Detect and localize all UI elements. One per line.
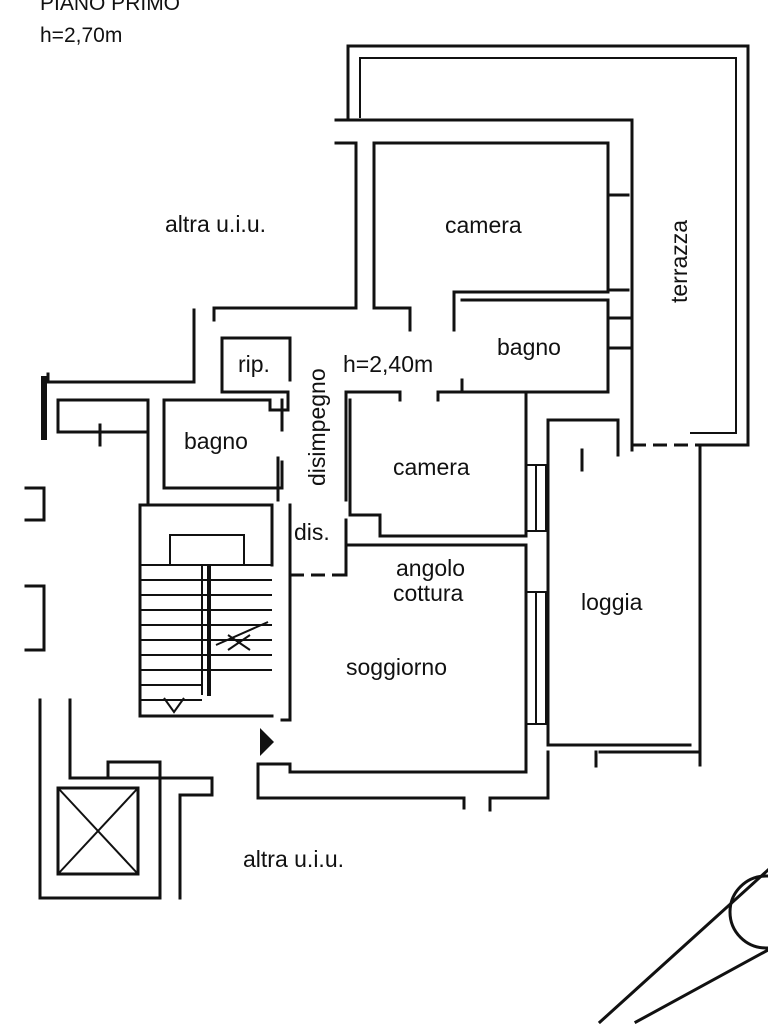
loggia-walls: [488, 418, 702, 812]
label-bagno-right: bagno: [497, 334, 561, 360]
label-cottura: cottura: [393, 580, 464, 606]
label-altra-uiu-top: altra u.i.u.: [165, 211, 266, 237]
lift-shaft: [38, 698, 214, 900]
left-walls: [24, 308, 196, 652]
label-rip: rip.: [238, 351, 270, 377]
entrance-arrow: [260, 728, 274, 756]
bagno-left-walls: [162, 398, 284, 490]
label-camera-top: camera: [445, 212, 522, 238]
label-dis: dis.: [294, 519, 330, 545]
room-walls-right: [460, 298, 632, 394]
label-loggia: loggia: [581, 589, 643, 615]
stairwell: [138, 503, 274, 718]
label-disimpegno: disimpegno: [304, 368, 330, 486]
label-h-240: h=2,40m: [343, 351, 433, 377]
label-camera-mid: camera: [393, 454, 470, 480]
label-altra-uiu-bottom: altra u.i.u.: [243, 846, 344, 872]
floor-title: PIANO PRIMO: [40, 0, 180, 15]
label-terrazza: terrazza: [666, 220, 692, 303]
soggiorno-walls: [256, 456, 547, 810]
floor-height: h=2,70m: [40, 24, 122, 47]
rip-walls: [220, 336, 292, 412]
upper-walls: [212, 118, 634, 452]
compass-icon: [597, 867, 768, 1024]
label-soggiorno: soggiorno: [346, 654, 447, 680]
terrace-outline: [346, 44, 750, 767]
label-bagno-left: bagno: [184, 428, 248, 454]
label-angolo: angolo: [396, 555, 465, 581]
camera-mid-walls: [344, 390, 547, 538]
